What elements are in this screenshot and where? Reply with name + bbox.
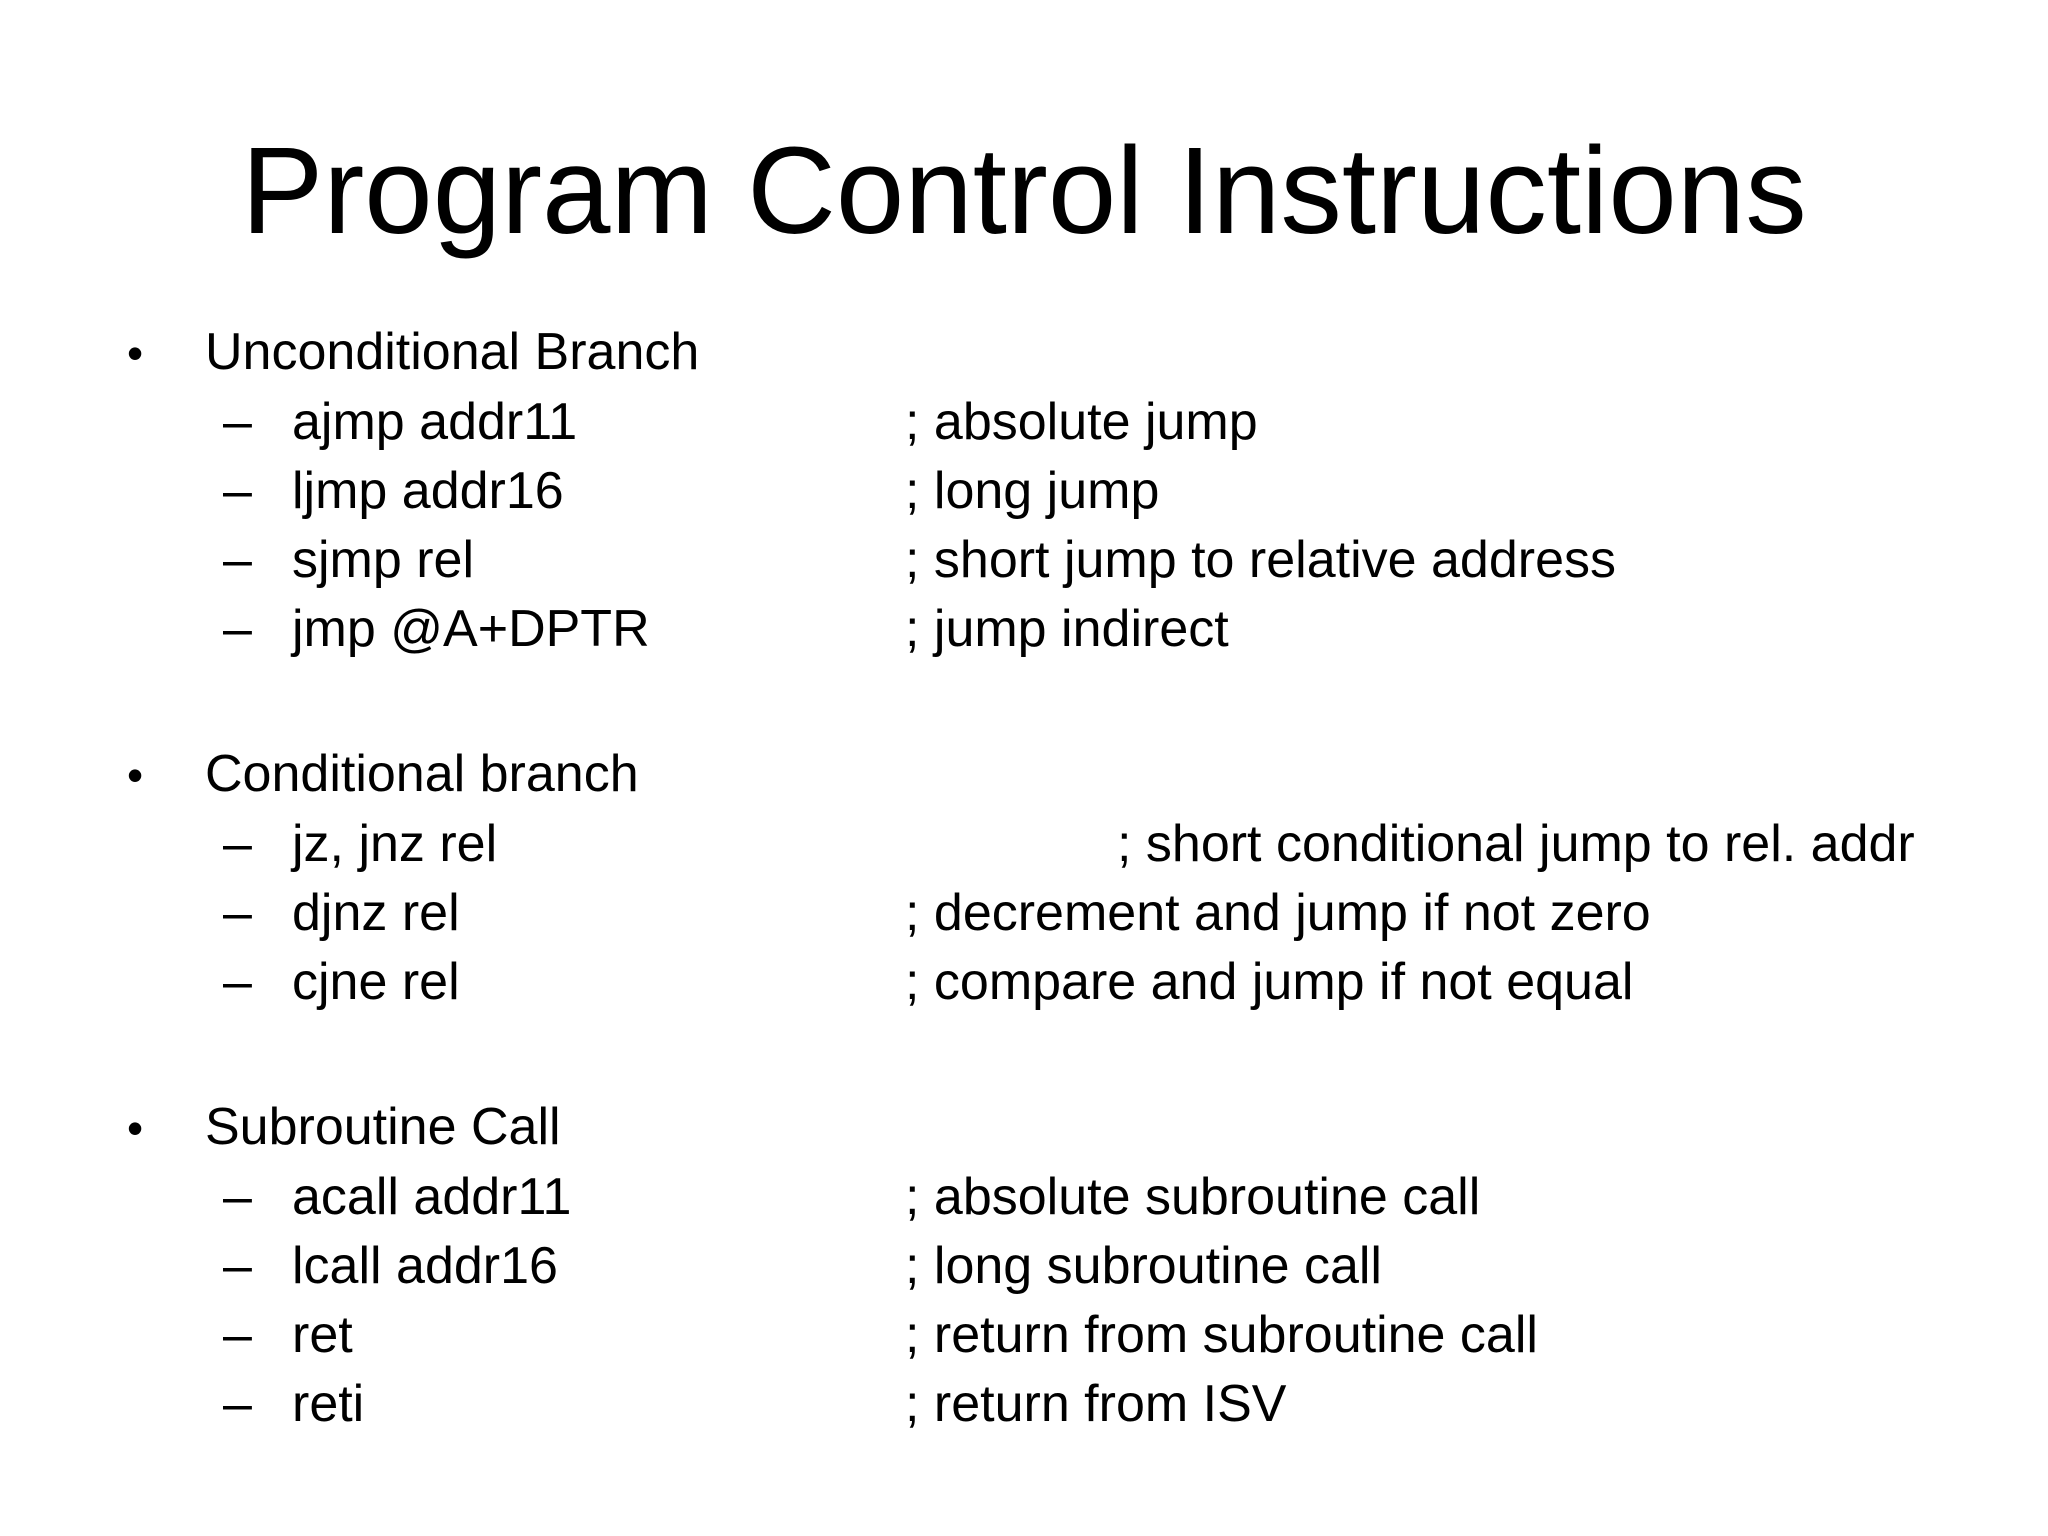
bullet-icon: •	[127, 326, 144, 379]
instruction-line: – lcall addr16 ; long subroutine call	[0, 1232, 2048, 1301]
instruction-section: • Subroutine Call – acall addr11 ; absol…	[0, 1093, 2048, 1439]
instruction-comment: ; long jump	[905, 461, 1160, 520]
instruction-comment: ; return from ISV	[905, 1374, 1287, 1433]
instruction-mnemonic: ret	[292, 1305, 353, 1364]
slide-content: • Unconditional Branch – ajmp addr11 ; a…	[0, 318, 2048, 1439]
instruction-mnemonic: reti	[292, 1374, 365, 1433]
instruction-line: – jmp @A+DPTR ; jump indirect	[0, 595, 2048, 664]
section-items: – ajmp addr11 ; absolute jump – ljmp add…	[0, 388, 2048, 664]
instruction-mnemonic: jmp @A+DPTR	[292, 599, 650, 658]
dash-icon: –	[223, 1236, 252, 1295]
dash-icon: –	[223, 883, 252, 942]
section-heading: Conditional branch	[205, 744, 639, 803]
dash-icon: –	[223, 1374, 252, 1433]
instruction-comment: ; decrement and jump if not zero	[905, 883, 1651, 942]
dash-icon: –	[223, 530, 252, 589]
instruction-mnemonic: lcall addr16	[292, 1236, 558, 1295]
instruction-mnemonic: cjne rel	[292, 952, 460, 1011]
section-heading: Subroutine Call	[205, 1097, 561, 1156]
instruction-comment: ; absolute subroutine call	[905, 1167, 1481, 1226]
instruction-line: – ret ; return from subroutine call	[0, 1301, 2048, 1370]
instruction-comment: ; compare and jump if not equal	[905, 952, 1634, 1011]
instruction-comment: ; long subroutine call	[905, 1236, 1382, 1295]
instruction-mnemonic: ajmp addr11	[292, 392, 578, 451]
instruction-line: – ljmp addr16 ; long jump	[0, 457, 2048, 526]
dash-icon: –	[223, 599, 252, 658]
instruction-comment: ; short jump to relative address	[905, 530, 1616, 589]
instruction-mnemonic: acall addr11	[292, 1167, 572, 1226]
dash-icon: –	[223, 952, 252, 1011]
bullet-icon: •	[127, 748, 144, 801]
dash-icon: –	[223, 1167, 252, 1226]
instruction-mnemonic: jz, jnz rel	[292, 814, 498, 873]
section-items: – acall addr11 ; absolute subroutine cal…	[0, 1163, 2048, 1439]
dash-icon: –	[223, 1305, 252, 1364]
instruction-section: • Conditional branch – jz, jnz rel ; sho…	[0, 740, 2048, 1017]
instruction-line: – ajmp addr11 ; absolute jump	[0, 388, 2048, 457]
instruction-line: – sjmp rel ; short jump to relative addr…	[0, 526, 2048, 595]
instruction-mnemonic: sjmp rel	[292, 530, 475, 589]
instruction-mnemonic: ljmp addr16	[292, 461, 564, 520]
instruction-comment: ; absolute jump	[905, 392, 1258, 451]
section-heading-line: • Subroutine Call	[0, 1093, 2048, 1163]
instruction-comment: ; return from subroutine call	[905, 1305, 1538, 1364]
instruction-mnemonic: djnz rel	[292, 883, 460, 942]
instruction-comment: ; short conditional jump to rel. addr	[1117, 814, 1915, 873]
instruction-line: – reti ; return from ISV	[0, 1370, 2048, 1439]
dash-icon: –	[223, 461, 252, 520]
section-heading: Unconditional Branch	[205, 322, 700, 381]
section-heading-line: • Unconditional Branch	[0, 318, 2048, 388]
instruction-line: – acall addr11 ; absolute subroutine cal…	[0, 1163, 2048, 1232]
slide-title: Program Control Instructions	[241, 123, 1807, 260]
section-items: – jz, jnz rel ; short conditional jump t…	[0, 810, 2048, 1017]
instruction-section: • Unconditional Branch – ajmp addr11 ; a…	[0, 318, 2048, 664]
instruction-line: – cjne rel ; compare and jump if not equ…	[0, 948, 2048, 1017]
instruction-line: – jz, jnz rel ; short conditional jump t…	[0, 810, 2048, 879]
instruction-comment: ; jump indirect	[905, 599, 1229, 658]
bullet-icon: •	[127, 1101, 144, 1154]
section-heading-line: • Conditional branch	[0, 740, 2048, 810]
instruction-line: – djnz rel ; decrement and jump if not z…	[0, 879, 2048, 948]
dash-icon: –	[223, 392, 252, 451]
dash-icon: –	[223, 814, 252, 873]
